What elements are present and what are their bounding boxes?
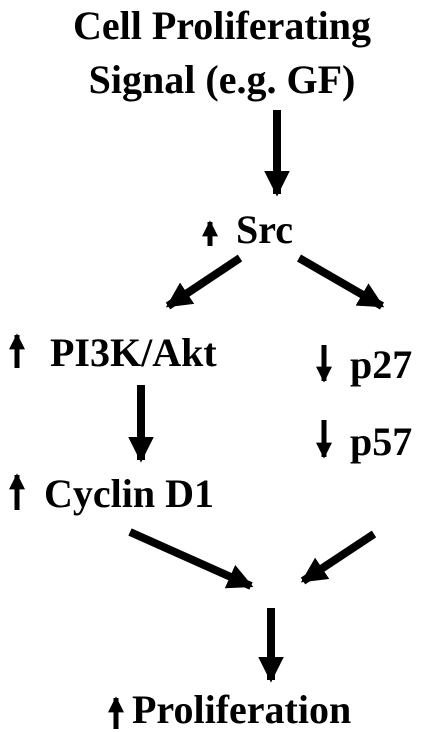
cyclin-to-merge-arrow [128, 528, 254, 590]
src-to-pi3k-arrow [165, 254, 243, 310]
node-p27: p27 [350, 342, 413, 387]
node-proliferation: Proliferation [132, 687, 352, 732]
node-cyclin-d1: Cyclin D1 [44, 471, 214, 516]
node-src: Src [236, 207, 294, 252]
src-to-p27-arrow [296, 254, 385, 310]
p57-to-merge-arrow [300, 530, 377, 585]
node-p57: p57 [350, 419, 413, 464]
title-line-2: Signal (e.g. GF) [88, 57, 356, 102]
title-line-1: Cell Proliferating [72, 3, 372, 48]
node-pi3k-akt: PI3K/Akt [50, 330, 217, 375]
